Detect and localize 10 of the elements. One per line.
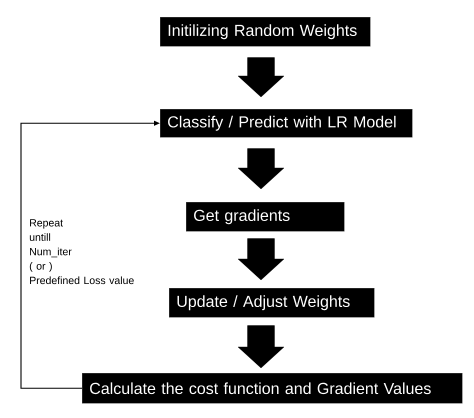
process-box: Classify / Predict with LR Model — [160, 109, 412, 138]
block-arrow — [238, 325, 284, 368]
process-box: Update / Adjust Weights — [169, 288, 374, 318]
block-arrow — [238, 148, 284, 190]
block-arrow — [238, 57, 284, 98]
block-arrow — [238, 238, 284, 280]
process-box: Get gradients — [186, 202, 344, 232]
process-box: Calculate the cost function and Gradient Values — [82, 373, 462, 404]
edge-label: Repeat untill Num_iter ( or ) Predefined Loss value — [30, 219, 134, 284]
process-box: Initilizing Random Weights — [160, 17, 370, 46]
